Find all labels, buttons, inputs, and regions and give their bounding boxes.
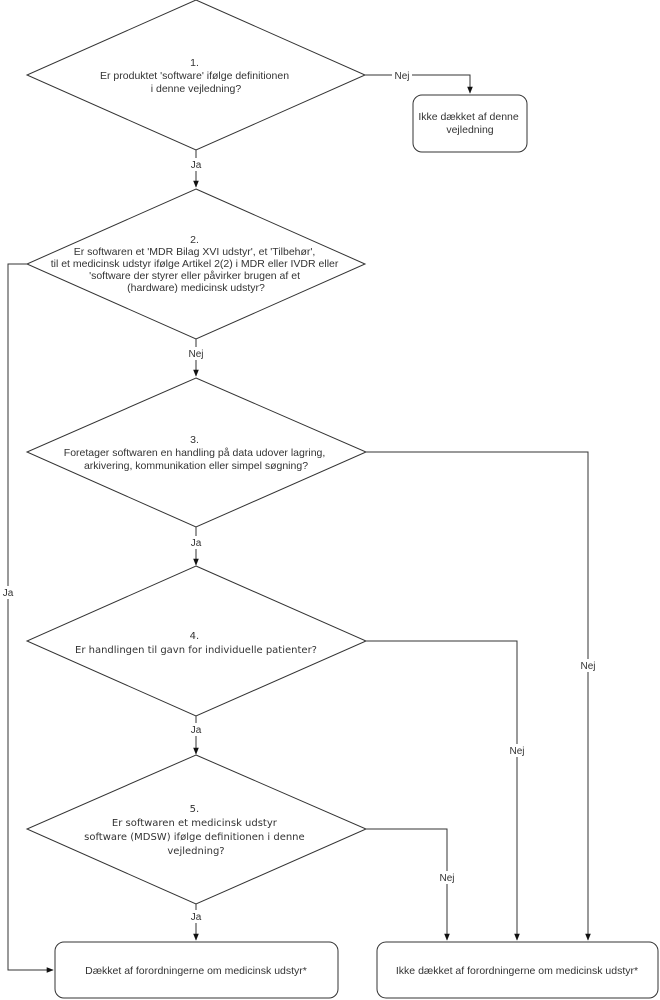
edge-label-bg — [188, 158, 204, 171]
decision-5: 5. Er softwaren et medicinsk udstyr soft… — [25, 754, 368, 905]
decision-2-number: 2. — [190, 234, 199, 246]
edge-label-bg — [392, 69, 412, 81]
decision-3-line: Foretager softwaren en handling på data … — [64, 447, 326, 459]
decision-2-line: (hardware) medicinsk udstyr? — [127, 282, 265, 294]
terminal-not-covered-text: Ikke dækket af forordningerne om medicin… — [396, 965, 638, 977]
decision-2-text: 2. Er softwaren et 'MDR Bilag XVI udstyr… — [51, 234, 342, 294]
decision-2-line: Er softwaren et 'MDR Bilag XVI udstyr', … — [74, 246, 316, 258]
decision-2-line: til et medicinsk udstyr ifølge Artikel 2… — [51, 258, 339, 270]
decision-4-text: 4. Er handlingen til gavn for individuel… — [75, 631, 317, 656]
edge-label-q4-yes: Ja — [191, 725, 202, 736]
edge-label-q5-no: Nej — [439, 873, 454, 884]
edge-label-q5-yes: Ja — [191, 912, 202, 923]
terminal-not-covered-by-guidance-box — [412, 94, 528, 153]
edge-label-bg — [188, 723, 204, 736]
decision-5-number: 5. — [190, 804, 200, 815]
edge-label-bg — [188, 536, 204, 549]
edge-label-q3-no: Nej — [580, 661, 595, 672]
edge-label-bg — [186, 347, 206, 360]
decision-2: 2. Er softwaren et 'MDR Bilag XVI udstyr… — [25, 188, 367, 340]
terminal-covered: Dækket af forordningerne om medicinsk ud… — [54, 941, 339, 999]
terminal-not-covered-by-guidance: Ikke dækket af denne vejledning — [412, 94, 528, 153]
terminal-covered-box — [54, 941, 339, 999]
decision-5-text: 5. Er softwaren et medicinsk udstyr soft… — [84, 804, 308, 857]
decision-2-line: 'software der styrer eller påvirker brug… — [89, 270, 300, 282]
decision-5-line: software (MDSW) ifølge definitionen i de… — [84, 832, 305, 843]
decision-3-diamond — [25, 377, 368, 528]
decision-5-line: vejledning? — [167, 846, 224, 857]
decision-3-line: arkivering, kommunikation eller simpel s… — [84, 460, 308, 472]
edge-q5-no — [366, 828, 450, 941]
decision-4-diamond — [25, 565, 368, 717]
terminal-line: Ikke dækket af denne — [418, 111, 519, 123]
decision-1-line: Er produktet 'software' ifølge definitio… — [100, 70, 289, 82]
decision-3: 3. Foretager softwaren en handling på da… — [25, 377, 368, 528]
terminal-not-covered-box — [376, 941, 659, 999]
decision-4-number: 4. — [190, 631, 200, 642]
edge-q1-no — [365, 74, 473, 94]
decision-3-text: 3. Foretager softwaren en handling på da… — [64, 434, 328, 472]
edges: Nej Ja Nej Ja Ja Nej Ja Nej Ja — [1, 69, 598, 973]
decision-4: 4. Er handlingen til gavn for individuel… — [25, 565, 368, 717]
decision-4-line: Er handlingen til gavn for individuelle … — [75, 645, 317, 656]
decision-1-line: i denne vejledning? — [151, 83, 242, 95]
edge-label-q3-yes: Ja — [191, 538, 202, 549]
edge-label-q1-yes: Ja — [191, 160, 202, 171]
decision-1: 1. Er produktet 'software' ifølge defini… — [25, 0, 367, 151]
edge-label-bg — [507, 744, 527, 757]
edge-label-bg — [1, 586, 15, 599]
decision-1-diamond — [25, 0, 367, 151]
edge-label-bg — [188, 910, 204, 923]
decision-5-line: Er softwaren et medicinsk udstyr — [112, 818, 278, 829]
decision-3-number: 3. — [190, 434, 199, 446]
decision-2-diamond — [25, 188, 367, 340]
terminal-not-covered-by-guidance-text: Ikke dækket af denne vejledning — [418, 111, 521, 136]
edge-q4-no — [366, 640, 520, 941]
edge-label-q4-no: Nej — [509, 746, 524, 757]
decision-1-text: 1. Er produktet 'software' ifølge defini… — [100, 57, 292, 95]
edge-label-bg — [578, 659, 598, 672]
terminal-not-covered: Ikke dækket af forordningerne om medicin… — [376, 941, 659, 999]
edge-label-q2-yes: Ja — [3, 588, 14, 599]
terminal-line: vejledning — [446, 124, 493, 136]
terminal-covered-text: Dækket af forordningerne om medicinsk ud… — [85, 965, 307, 977]
edge-q2-yes — [7, 263, 54, 973]
edge-label-bg — [437, 871, 457, 884]
edge-q3-no — [366, 451, 591, 941]
edge-label-q2-no: Nej — [188, 349, 203, 360]
edge-label-q1-no: Nej — [394, 71, 409, 82]
decision-1-number: 1. — [190, 57, 199, 69]
decision-5-diamond — [25, 754, 368, 905]
